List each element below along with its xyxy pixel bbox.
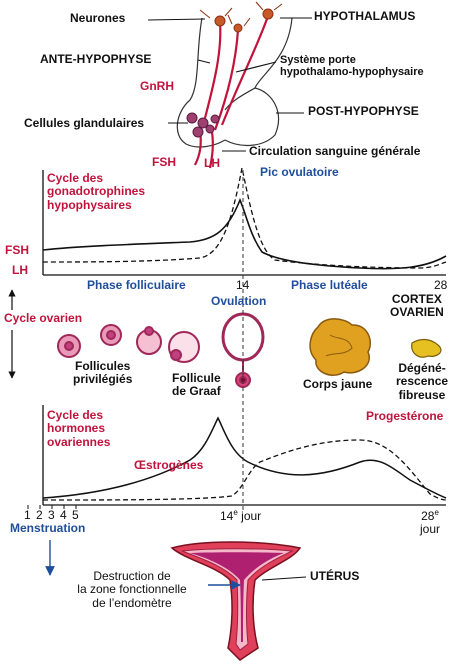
- label-lh-axis: LH: [12, 263, 28, 277]
- label-14e-jour: 14e jour: [220, 508, 262, 523]
- label-circulation: Circulation sanguine générale: [249, 144, 421, 158]
- label-cortex-ovarien: CORTEX OVARIEN: [390, 292, 444, 320]
- label-14e-word: jour: [237, 509, 262, 523]
- label-systeme-porte: Système porte hypothalamo-hypophysaire: [280, 54, 424, 79]
- day-label-5: 5: [72, 508, 79, 522]
- label-oestrogenes: Œstrogènes: [134, 458, 204, 472]
- label-cycle-hormones: Cycle des hormones ovariennes: [47, 408, 111, 449]
- hormone-chart: [42, 405, 447, 506]
- oestrogen-curve: [42, 416, 447, 499]
- day-label-1: 1: [24, 508, 31, 522]
- label-neurones: Neurones: [70, 11, 126, 25]
- label-phase-luteale: Phase lutéale: [291, 278, 368, 292]
- label-cycle-ovarien: Cycle ovarien: [4, 311, 83, 325]
- label-fsh-axis: FSH: [5, 243, 29, 257]
- label-degenerescence: Dégéné- rescence fibreuse: [396, 361, 449, 402]
- pituitary-illustration: [176, 17, 293, 148]
- neuron-bodies: [199, 1, 283, 33]
- label-follicules-privilegies: Follicules privilégiés: [73, 359, 133, 387]
- progesterone-curve: [42, 439, 447, 501]
- label-lh-top: LH: [204, 156, 220, 170]
- label-cellules-glandulaires: Cellules glandulaires: [24, 116, 145, 130]
- label-28e-word: jour: [420, 522, 441, 537]
- label-gnrh: GnRH: [140, 79, 174, 93]
- label-tick-28: 28: [434, 278, 448, 292]
- gonadotrophin-chart: [42, 167, 447, 276]
- label-hypothalamus: HYPOTHALAMUS: [314, 9, 416, 23]
- fsh-curve: [42, 197, 447, 270]
- label-cycle-gonadotrophines: Cycle des gonadotrophines hypophysaires: [47, 171, 145, 212]
- label-destruction-endometre: Destruction de la zone fonctionnelle de …: [77, 569, 187, 610]
- label-ante-hypophyse: ANTE-HYPOPHYSE: [40, 52, 152, 66]
- day-label-4: 4: [60, 508, 67, 522]
- lh-curve: [42, 167, 447, 269]
- label-28e-num: 28: [421, 509, 435, 523]
- label-28e-jour: 28e jour: [420, 508, 441, 537]
- label-post-hypophyse: POST-HYPOPHYSE: [308, 104, 419, 118]
- day-label-3: 3: [48, 508, 55, 522]
- label-pic-ovulatoire: Pic ovulatoire: [260, 165, 339, 179]
- label-uterus: UTÉRUS: [310, 569, 360, 583]
- ovarian-follicles: [57, 312, 265, 388]
- label-14e-num: 14: [220, 509, 234, 523]
- label-fsh-top: FSH: [152, 155, 176, 169]
- label-28e-sup: e: [434, 508, 439, 517]
- day-label-2: 2: [36, 508, 43, 522]
- uterus-illustration: [170, 541, 302, 661]
- label-corps-jaune: Corps jaune: [303, 377, 373, 391]
- label-14e-sup: e: [233, 508, 238, 517]
- label-ovulation: Ovulation: [211, 294, 267, 308]
- label-phase-folliculaire: Phase folliculaire: [87, 278, 186, 292]
- label-follicule-de-graaf: Follicule de Graaf: [172, 371, 221, 399]
- fibrous-degeneration: [411, 338, 442, 358]
- label-progesterone: Progestérone: [366, 409, 444, 423]
- glandular-cells: [186, 112, 220, 138]
- label-tick-14: 14: [236, 278, 250, 292]
- label-menstruation: Menstruation: [10, 521, 86, 535]
- corpus-luteum: [309, 318, 372, 376]
